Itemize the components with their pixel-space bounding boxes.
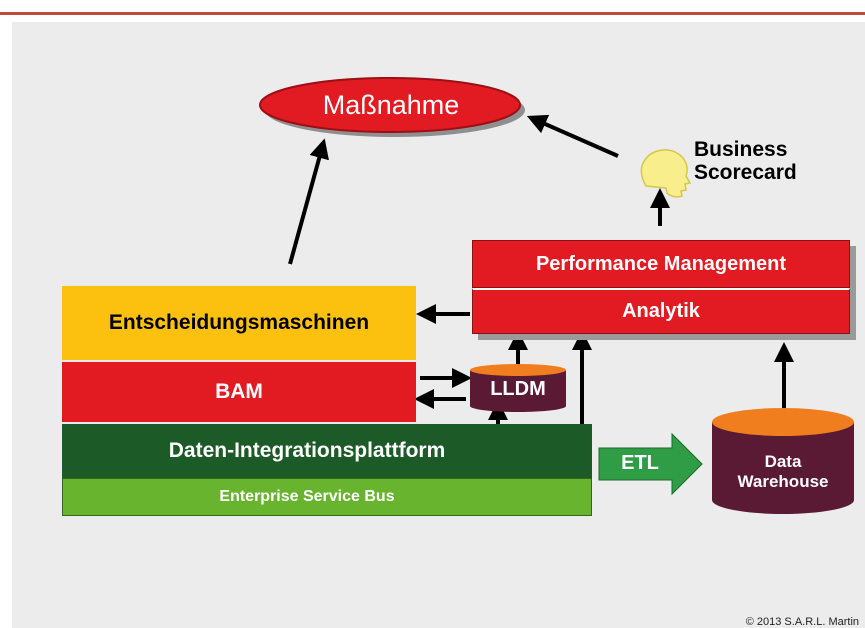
daten-integrationsplattform-label: Daten-Integrationsplattform — [168, 439, 446, 462]
enterprise-service-bus-box: Enterprise Service Bus — [62, 478, 592, 516]
scorecard-label: Scorecard — [694, 161, 797, 184]
bam-label: BAM — [215, 380, 263, 403]
enterprise-service-bus-label: Enterprise Service Bus — [219, 488, 395, 505]
top-rule — [0, 0, 865, 15]
data-label: Data — [764, 452, 802, 471]
entscheidungsmaschinen-box: Entscheidungsmaschinen — [62, 286, 416, 360]
massnahme-ellipse — [259, 77, 521, 133]
business-label: Business — [694, 138, 788, 161]
data-warehouse-label: Data Warehouse — [712, 452, 854, 492]
warehouse-label: Warehouse — [737, 472, 829, 491]
copyright-text: © 2013 S.A.R.L. Martin — [745, 616, 859, 628]
performance-management-label: Performance Management — [535, 252, 787, 275]
entscheidungsmaschinen-label: Entscheidungsmaschinen — [108, 311, 370, 334]
data-warehouse-cylinder — [712, 408, 854, 514]
lldm-cylinder — [470, 364, 566, 412]
etl-arrow — [598, 432, 703, 496]
bam-box: BAM — [62, 362, 416, 422]
analytik-label: Analytik — [622, 300, 700, 322]
arrow-to-massnahme — [288, 138, 329, 265]
etl-label: ETL — [621, 452, 659, 474]
lldm-label: LLDM — [490, 378, 546, 400]
business-scorecard-label: Business Scorecard — [694, 138, 797, 184]
analytik-box: Analytik — [472, 288, 850, 334]
performance-management-box: Performance Management — [472, 240, 850, 288]
arrow-scorecard-to-massnahme — [526, 114, 619, 158]
head-silhouette-icon — [640, 149, 692, 198]
massnahme-label: Maßnahme — [322, 89, 460, 120]
daten-integrationsplattform-box: Daten-Integrationsplattform — [62, 424, 592, 478]
